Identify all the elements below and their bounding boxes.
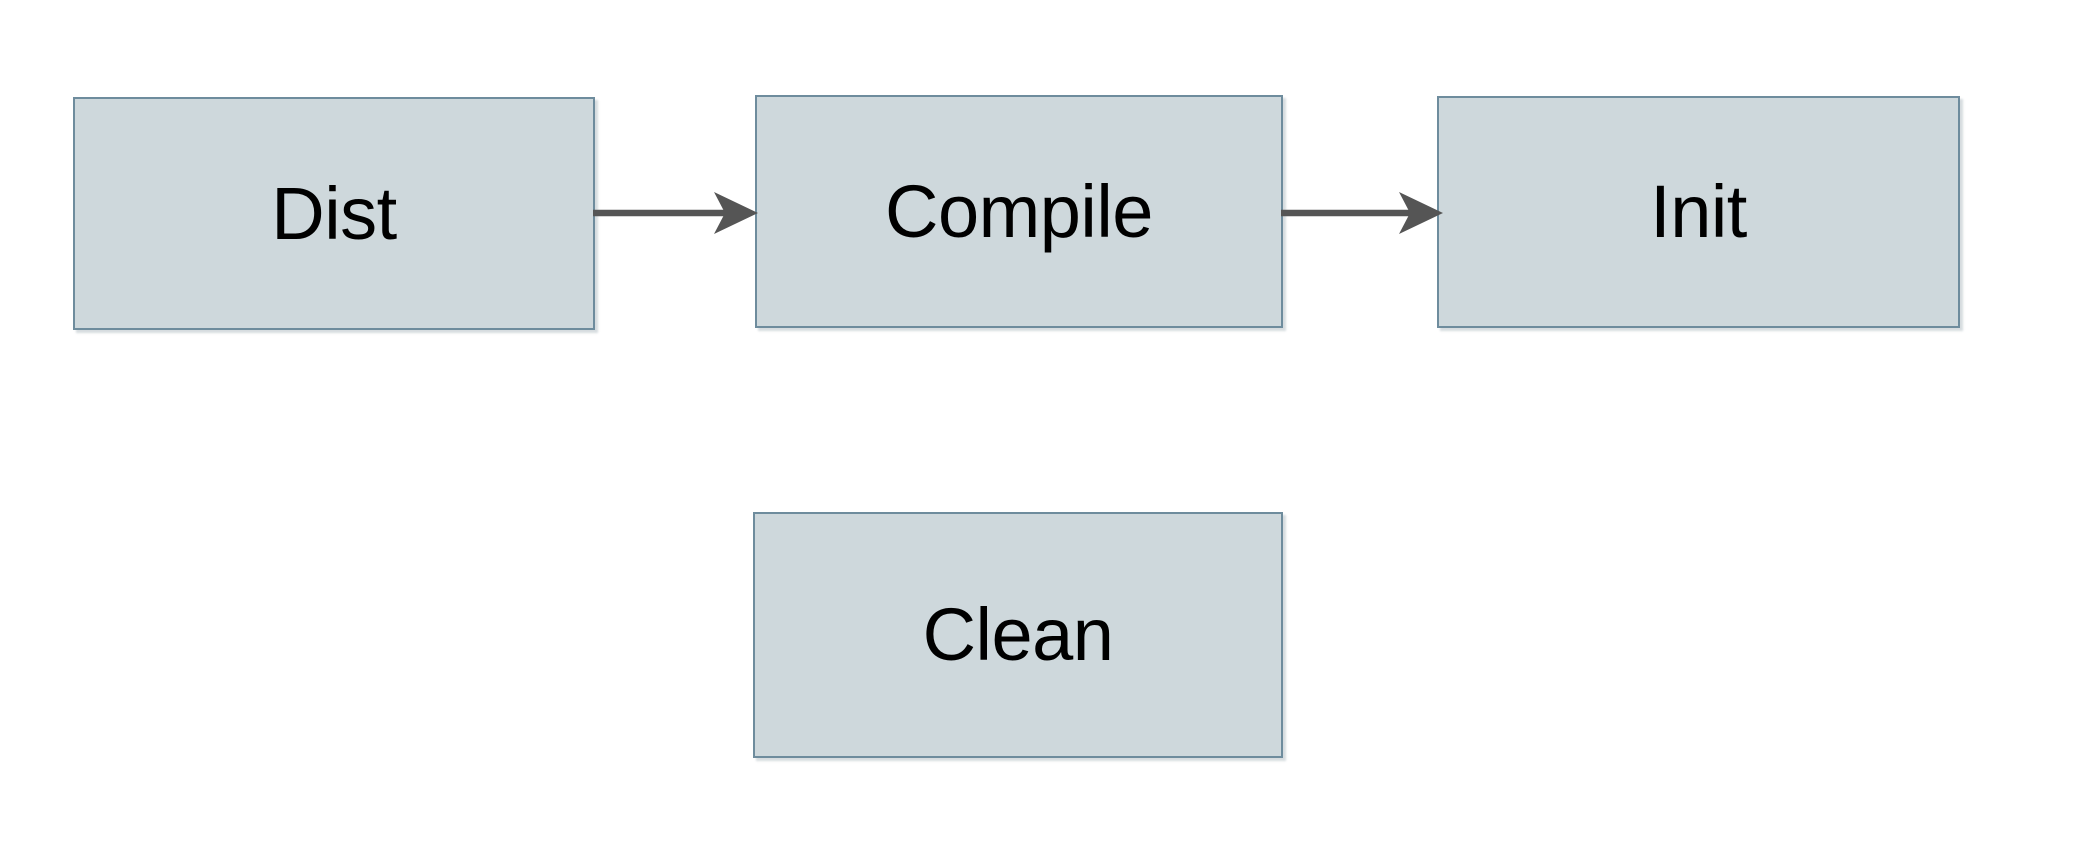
node-clean[interactable]: Clean [753, 512, 1283, 758]
node-compile[interactable]: Compile [755, 95, 1283, 328]
node-clean-label: Clean [922, 593, 1114, 676]
node-compile-label: Compile [885, 169, 1153, 253]
edge-dist-to-compile-arrowhead [714, 192, 758, 234]
edge-compile-to-init-arrowhead [1399, 192, 1443, 234]
node-dist[interactable]: Dist [73, 97, 595, 330]
node-init-label: Init [1650, 170, 1747, 253]
edge-compile-to-init[interactable] [1276, 188, 1448, 238]
node-init[interactable]: Init [1437, 96, 1960, 328]
node-dist-label: Dist [271, 171, 397, 255]
edge-dist-to-compile[interactable] [588, 188, 763, 238]
